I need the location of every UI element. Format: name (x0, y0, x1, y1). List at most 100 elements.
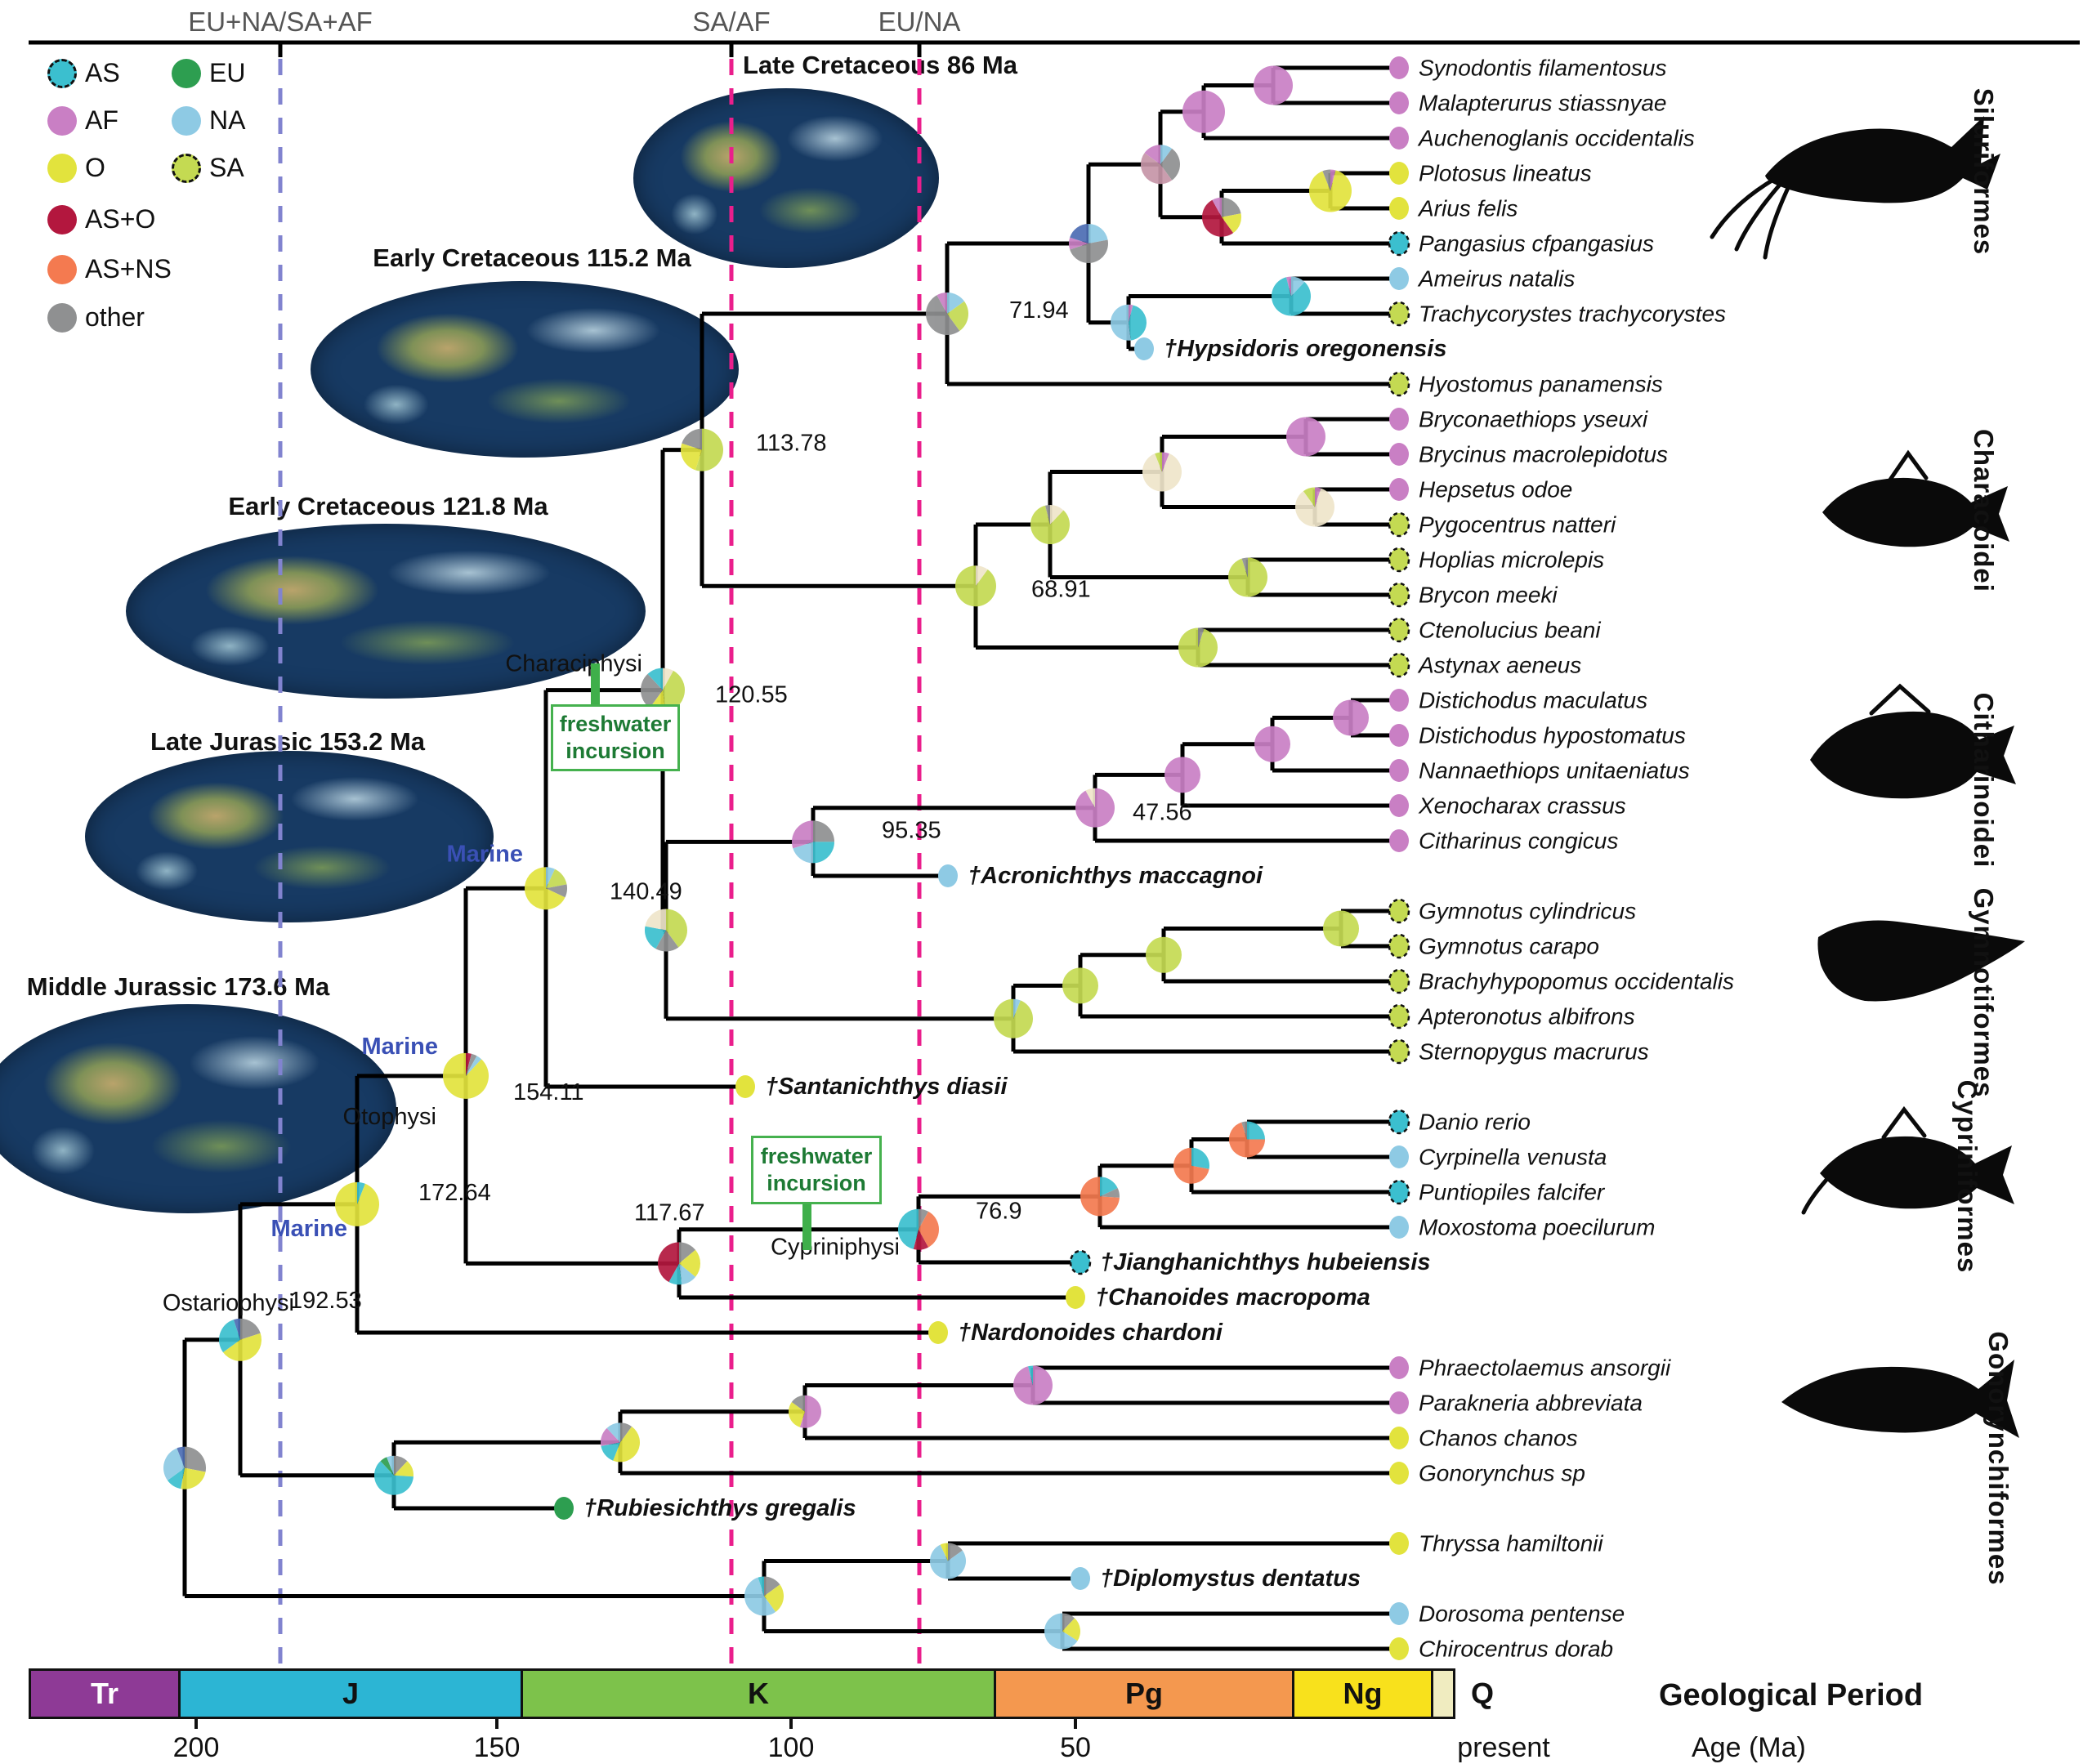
age-tick-label-2: 100 (767, 1732, 815, 1763)
age-tick-label-4: present (1457, 1732, 1550, 1763)
pie-amei-trach (1272, 276, 1312, 316)
pie-char-b (1178, 627, 1218, 668)
legend-item-eu: EU (172, 58, 245, 88)
tip-dot-26 (1388, 968, 1410, 994)
tip-dot-8 (1134, 337, 1154, 360)
annotation-marine: Marine (271, 1216, 347, 1242)
tip-label-41: †Rubiesichthys gregalis (583, 1495, 856, 1521)
clade-label-cypriniformes: Cypriniformes (1952, 1079, 1982, 1274)
tip-label-31: Cyrpinella venusta (1419, 1145, 1607, 1170)
pie-char-5 (1228, 557, 1267, 597)
tip-dot-21 (1389, 794, 1409, 817)
paleomap-caption-1: Early Cretaceous 115.2 Ma (373, 243, 691, 272)
pie-n95 (792, 820, 834, 864)
legend-label: AS+NS (85, 254, 172, 284)
age-tick (1074, 1719, 1077, 1729)
tip-label-39: Chanos chanos (1419, 1426, 1578, 1451)
period-ng: Ng (1292, 1668, 1431, 1719)
pie-sil-upper (1069, 224, 1109, 264)
age-axis-title: Age (Ma) (1692, 1732, 1806, 1763)
tip-label-14: Hoplias microlepis (1419, 547, 1604, 573)
annotation-cypriniphysi: Cypriniphysi (771, 1234, 900, 1260)
tip-label-36: †Nardonoides chardoni (958, 1320, 1223, 1346)
node-age-n113: 113.78 (756, 431, 827, 457)
paleomap-3 (85, 751, 494, 922)
tip-label-29: †Santanichthys diasii (765, 1074, 1008, 1100)
tip-dot-43 (1071, 1567, 1090, 1590)
legend-swatch-na-icon (172, 105, 201, 136)
period-q-label: Q (1471, 1677, 1495, 1710)
age-tick (194, 1719, 198, 1729)
age-tick-label-1: 150 (473, 1732, 521, 1763)
pie-cith-1 (1333, 699, 1369, 736)
age-tick (495, 1719, 498, 1729)
tip-label-12: Hepsetus odoe (1419, 477, 1572, 502)
tip-label-37: Phraectolaemus ansorgii (1419, 1355, 1671, 1381)
tip-label-19: Distichodus hypostomatus (1419, 723, 1686, 748)
node-age-otophysi: 154.11 (513, 1079, 584, 1105)
tip-label-3: Plotosus lineatus (1419, 161, 1592, 186)
node-age-n95: 95.35 (882, 817, 941, 843)
tip-label-5: Pangasius cfpangasius (1419, 231, 1654, 257)
tip-dot-13 (1388, 511, 1410, 538)
tip-dot-11 (1389, 443, 1409, 466)
tip-label-40: Gonorynchus sp (1419, 1461, 1585, 1486)
tip-dot-24 (1388, 898, 1410, 924)
knifefish-silhouette (1817, 920, 2025, 1002)
pie-sil-b (1182, 90, 1225, 133)
tip-dot-37 (1389, 1356, 1409, 1379)
clade-label-siluriformes: Siluriformes (1969, 87, 1999, 256)
vicariance-label-2: EU/NA (878, 7, 961, 37)
pie-cypriniphysi (658, 1242, 700, 1285)
tip-label-17: Astynax aeneus (1417, 653, 1581, 678)
node-age-cypriniformes-76: 76.9 (976, 1199, 1021, 1225)
pie-otophysi (443, 1052, 489, 1099)
tip-dot-7 (1388, 301, 1410, 327)
pie-cith-gym (645, 909, 688, 952)
catfish-silhouette (1710, 116, 2000, 260)
tip-dot-1 (1389, 92, 1409, 114)
tip-label-0: Synodontis filamentosus (1419, 56, 1667, 81)
tip-dot-15 (1388, 582, 1410, 608)
pie-clupeiformes (744, 1576, 784, 1616)
tip-dot-31 (1389, 1145, 1409, 1168)
tip-label-22: Citharinus congicus (1419, 828, 1618, 854)
tip-label-21: Xenocharax crassus (1418, 793, 1626, 819)
legend-label: AS+O (85, 204, 156, 234)
tip-label-33: Moxostoma poecilurum (1419, 1215, 1655, 1240)
tip-label-8: †Hypsidoris oregonensis (1164, 336, 1447, 362)
tip-label-34: †Jianghanichthys hubeiensis (1100, 1249, 1431, 1275)
pie-n113 (680, 428, 724, 471)
tip-label-6: Ameirus natalis (1417, 266, 1575, 292)
milkfish-silhouette (1781, 1360, 2019, 1438)
tip-label-11: Brycinus macrolepidotus (1419, 442, 1668, 467)
legend-label: SA (209, 153, 244, 182)
pie-sil-g (1111, 304, 1147, 341)
tip-dot-22 (1389, 829, 1409, 852)
tip-dot-6 (1389, 267, 1409, 290)
legend-swatch-asns-icon (47, 254, 77, 284)
tip-dot-33 (1389, 1216, 1409, 1239)
pie-cyp-1 (1080, 1177, 1120, 1217)
clade-label-characoidei: Characoidei (1969, 429, 1999, 592)
tip-label-15: Brycon meeki (1419, 583, 1558, 608)
legend-swatch-sa-icon (172, 153, 201, 183)
pie-characoidei-68 (954, 565, 996, 607)
annotation-ostariophysi: Ostariophysi (163, 1290, 294, 1316)
tip-dot-45 (1389, 1637, 1409, 1660)
legend-item-sa: SA (172, 153, 244, 183)
pie-char-4 (1295, 487, 1335, 527)
pie-root (163, 1446, 207, 1489)
tip-label-20: Nannaethiops unitaeniatus (1419, 758, 1690, 784)
tip-dot-17 (1388, 652, 1410, 678)
annotation-otophysi: Otophysi (343, 1104, 436, 1130)
tip-dot-38 (1389, 1391, 1409, 1414)
pie-gym-3 (1146, 936, 1182, 973)
pie-plot-arius (1309, 169, 1352, 212)
pie-n140 (525, 867, 567, 910)
paleomap-4 (0, 1004, 396, 1213)
pie-clu-2 (1044, 1613, 1080, 1650)
